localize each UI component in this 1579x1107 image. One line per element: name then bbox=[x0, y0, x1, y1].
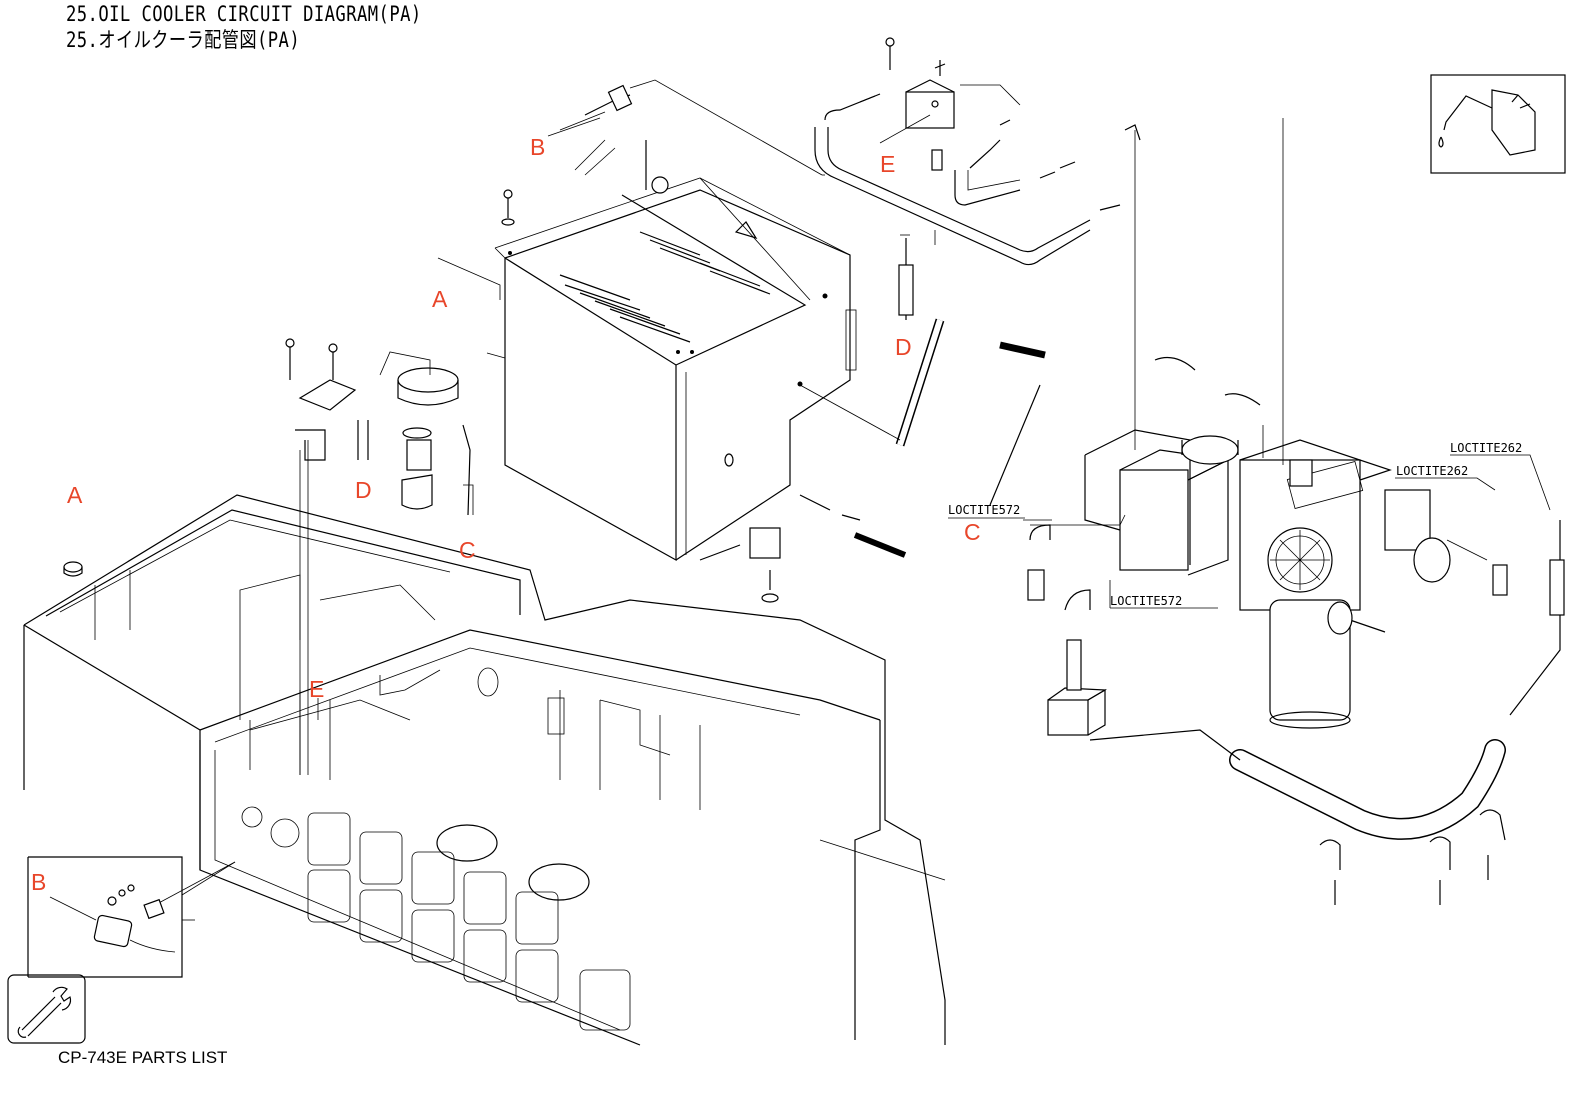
callout-c-pump: C bbox=[964, 519, 981, 545]
callout-d-filter: D bbox=[355, 477, 372, 503]
note-loctite262-right: LOCTITE262 bbox=[1450, 441, 1522, 455]
callout-a-left: A bbox=[67, 482, 83, 508]
wrench-icon bbox=[8, 975, 85, 1043]
switch-inset bbox=[28, 857, 235, 977]
parts-list-footer: CP-743E PARTS LIST bbox=[58, 1048, 227, 1068]
oil-can-icon bbox=[1431, 75, 1565, 173]
callout-b-inset: B bbox=[31, 869, 46, 895]
callout-d-top: D bbox=[895, 334, 912, 360]
cooler-vents bbox=[560, 232, 770, 342]
note-loctite262-left: LOCTITE262 bbox=[1396, 464, 1468, 478]
callout-b-top: B bbox=[530, 134, 545, 160]
pump-motor-assembly bbox=[1085, 358, 1450, 728]
callout-a-unit: A bbox=[432, 286, 448, 312]
note-loctite572-bottom: LOCTITE572 bbox=[1110, 594, 1182, 608]
callout-e-top: E bbox=[880, 151, 895, 177]
machine-base bbox=[24, 495, 945, 1045]
callout-e-base: E bbox=[309, 676, 324, 702]
hoses bbox=[900, 320, 1560, 829]
callout-c-filter: C bbox=[459, 537, 476, 563]
note-loctite572-left: LOCTITE572 bbox=[948, 503, 1020, 517]
oil-cooler-unit bbox=[495, 140, 856, 560]
upper-pipe-assembly bbox=[815, 38, 1140, 265]
